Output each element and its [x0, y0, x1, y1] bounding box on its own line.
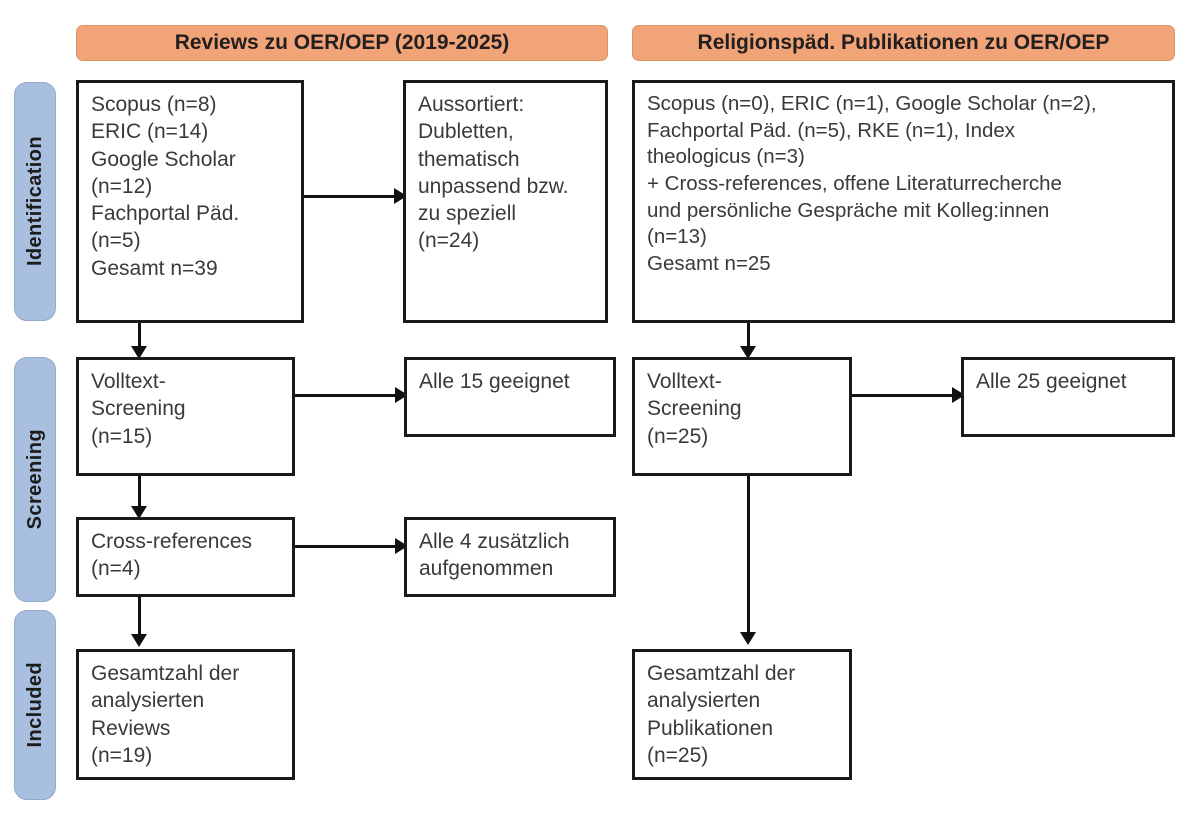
box-left-screening-result: Alle 15 geeignet [404, 357, 616, 437]
arrowhead-right-identification-to-screening [740, 346, 756, 359]
connector-left-crossrefs-to-result [295, 545, 395, 548]
stage-label-screening: Screening [23, 429, 46, 530]
connector-left-sources-to-excluded [304, 195, 394, 198]
connector-right-fulltext-to-included [747, 476, 750, 635]
stage-pill-included: Included [14, 610, 56, 800]
connector-right-identification-to-screening [747, 323, 750, 348]
stage-label-identification: Identification [23, 136, 46, 267]
connector-right-fulltext-to-result [852, 394, 952, 397]
connector-left-identification-to-screening [138, 323, 141, 348]
box-left-excluded: Aussortiert: Dubletten, thematisch unpas… [403, 80, 608, 323]
arrowhead-left-identification-to-screening [131, 346, 147, 359]
box-right-included-total: Gesamtzahl der analysierten Publikatione… [632, 649, 852, 780]
box-left-cross-references-result: Alle 4 zusätzlich aufgenommen [404, 517, 616, 597]
column-header-left-label: Reviews zu OER/OEP (2019-2025) [174, 31, 510, 54]
connector-left-crossrefs-to-included [138, 597, 141, 637]
box-right-screening-result: Alle 25 geeignet [961, 357, 1175, 437]
connector-left-fulltext-to-result [295, 394, 395, 397]
box-left-identification-sources: Scopus (n=8) ERIC (n=14) Google Scholar … [76, 80, 304, 323]
stage-pill-identification: Identification [14, 82, 56, 321]
box-left-included-total: Gesamtzahl der analysierten Reviews (n=1… [76, 649, 295, 780]
arrowhead-right-fulltext-to-included [740, 632, 756, 645]
box-left-cross-references: Cross-references (n=4) [76, 517, 295, 597]
arrowhead-left-fulltext-to-crossrefs [131, 506, 147, 519]
connector-left-fulltext-to-crossrefs [138, 476, 141, 508]
box-left-fulltext-screening: Volltext- Screening (n=15) [76, 357, 295, 476]
box-right-fulltext-screening: Volltext- Screening (n=25) [632, 357, 852, 476]
column-header-right-label: Religionspäd. Publikationen zu OER/OEP [697, 31, 1110, 54]
column-header-right: Religionspäd. Publikationen zu OER/OEP [632, 25, 1175, 61]
arrowhead-left-crossrefs-to-included [131, 634, 147, 647]
stage-label-included: Included [23, 662, 46, 748]
stage-pill-screening: Screening [14, 357, 56, 602]
box-right-identification-sources: Scopus (n=0), ERIC (n=1), Google Scholar… [632, 80, 1175, 323]
column-header-left: Reviews zu OER/OEP (2019-2025) [76, 25, 608, 61]
